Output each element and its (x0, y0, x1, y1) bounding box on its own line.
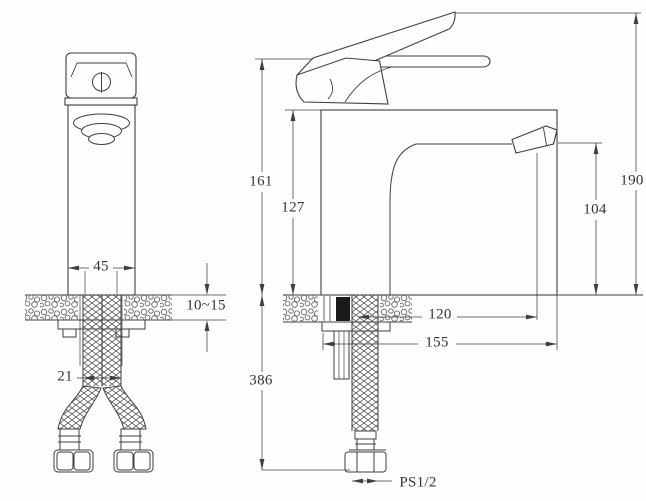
right-hose-connector (119, 428, 142, 451)
front-view-hoses (53, 295, 154, 473)
dim-front-width-label: 45 (93, 258, 109, 275)
side-view-deck-section (283, 295, 412, 380)
right-hex-nut (113, 449, 154, 473)
dim-hose-bundle-width-label: 21 (57, 368, 73, 385)
dim-hose-length-label: 386 (249, 372, 273, 389)
dim-lever-tip-height-label: 190 (620, 172, 644, 189)
side-hex-nut (344, 449, 387, 473)
dim-body-top-height-label: 127 (281, 199, 305, 216)
spout-outlet (511, 125, 558, 154)
side-hose-connector (354, 430, 377, 451)
dim-deck-thickness-label: 10~15 (186, 297, 226, 314)
dim-spout-reach-label: 120 (428, 306, 452, 323)
left-hose-connector (58, 428, 81, 451)
side-view-body (295, 11, 558, 296)
mounting-stud (336, 297, 350, 321)
spout-aerator (73, 113, 130, 145)
dim-spout-height-label: 104 (583, 201, 607, 218)
dim-base-depth-label: 155 (425, 334, 449, 351)
handle-dome (295, 57, 389, 105)
threaded-stud-side (333, 330, 350, 380)
left-hex-nut (53, 449, 94, 473)
handle-screw-icon (92, 72, 111, 93)
handle-lever-far-edge (351, 55, 491, 68)
dim-handle-base-height-label: 161 (249, 173, 273, 190)
dim-thread-size-label: PS1/2 (399, 474, 437, 491)
front-view-body (64, 52, 138, 296)
